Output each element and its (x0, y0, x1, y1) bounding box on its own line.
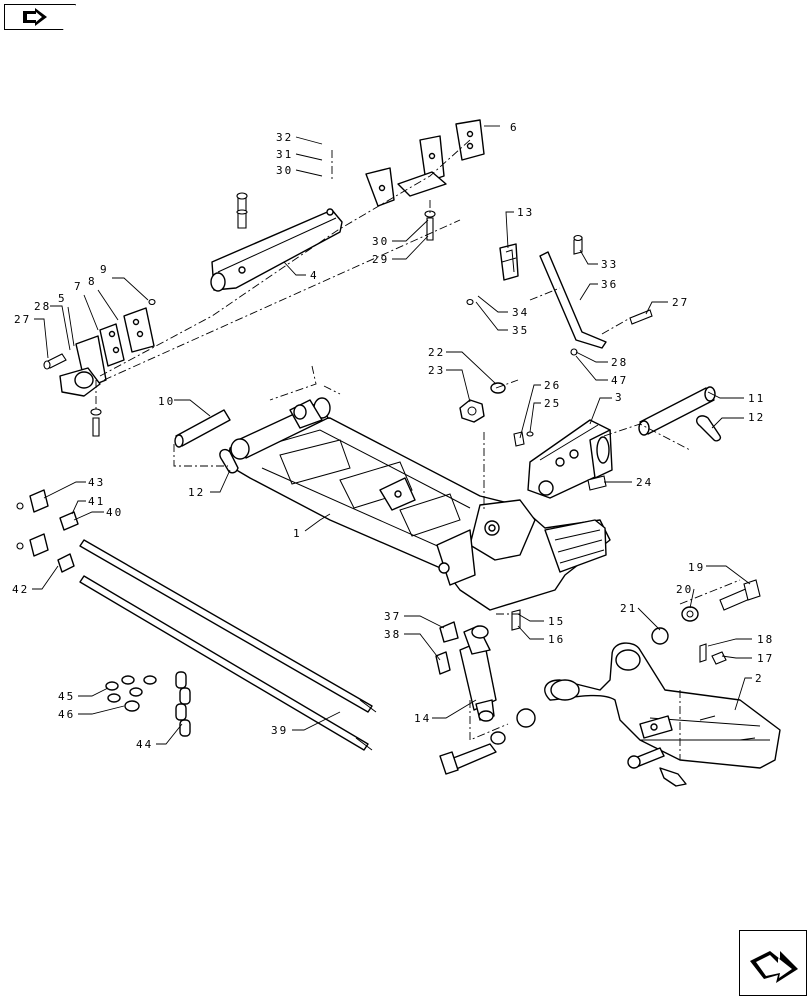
callout-c3: 3 (615, 391, 624, 404)
bracket-part-3 (527, 419, 613, 499)
callout-c7: 7 (74, 280, 83, 293)
callout-c47: 47 (611, 374, 628, 387)
callout-c15: 15 (548, 615, 565, 628)
plate-part-4 (210, 192, 343, 292)
callout-c8: 8 (88, 275, 97, 288)
lift-arm-part (544, 642, 781, 787)
callout-c12a: 12 (748, 411, 765, 424)
callout-c19: 19 (688, 561, 705, 574)
callout-c24: 24 (636, 476, 653, 489)
callout-c2: 2 (755, 672, 764, 685)
hardware-17-21 (651, 579, 761, 665)
hardware-bolt-bottom (439, 708, 536, 775)
assembly-lines (95, 139, 741, 760)
callout-c39: 39 (271, 724, 288, 737)
callout-c46: 46 (58, 708, 75, 721)
callout-c32: 32 (276, 131, 293, 144)
callout-c23: 23 (428, 364, 445, 377)
callout-c36: 36 (601, 278, 618, 291)
main-frame-part (227, 397, 611, 611)
callout-c45: 45 (58, 690, 75, 703)
callout-c12b: 12 (188, 486, 205, 499)
arrow-back-icon (23, 8, 47, 26)
callout-c22: 22 (428, 346, 445, 359)
callout-c34: 34 (512, 306, 529, 319)
small-parts-45-46 (105, 675, 157, 712)
callout-c1: 1 (293, 527, 302, 540)
bracket-part-13 (499, 243, 519, 281)
rod-parts (16, 489, 377, 751)
shaft-part-11 (638, 386, 722, 442)
callout-c14: 14 (414, 712, 431, 725)
callout-c31: 31 (276, 148, 293, 161)
mount-bracket-parts (43, 298, 156, 437)
callout-c9: 9 (100, 263, 109, 276)
callout-c13: 13 (517, 206, 534, 219)
callout-c5: 5 (58, 292, 67, 305)
callout-c10: 10 (158, 395, 175, 408)
callout-c27b: 27 (672, 296, 689, 309)
callout-c20: 20 (676, 583, 693, 596)
callout-c17: 17 (757, 652, 774, 665)
callout-c29: 29 (372, 253, 389, 266)
callout-c21: 21 (620, 602, 637, 615)
callout-c11: 11 (748, 392, 765, 405)
callout-c33: 33 (601, 258, 618, 271)
callout-c18: 18 (757, 633, 774, 646)
callout-c42: 42 (12, 583, 29, 596)
bracket-part-6 (365, 119, 485, 241)
callout-c41: 41 (88, 495, 105, 508)
pin-part-10 (174, 409, 239, 474)
callout-c30b: 30 (372, 235, 389, 248)
callout-c25: 25 (544, 397, 561, 410)
callout-c37: 37 (384, 610, 401, 623)
callout-c30a: 30 (276, 164, 293, 177)
leader-lines (32, 125, 752, 745)
callout-c44: 44 (136, 738, 153, 751)
hardware-22-26 (459, 382, 607, 491)
callout-c16: 16 (548, 633, 565, 646)
callout-c28b: 28 (611, 356, 628, 369)
callout-c35: 35 (512, 324, 529, 337)
arrow-next-icon (750, 951, 798, 983)
callout-c40: 40 (106, 506, 123, 519)
back-nav-button[interactable] (4, 4, 76, 30)
callout-c26: 26 (544, 379, 561, 392)
callout-c43: 43 (88, 476, 105, 489)
next-nav-button[interactable] (739, 930, 807, 996)
callout-c6: 6 (510, 121, 519, 134)
callout-c28a: 28 (34, 300, 51, 313)
callout-c4: 4 (310, 269, 319, 282)
callout-c27a: 27 (14, 313, 31, 326)
cylinder-part-14 (435, 609, 521, 722)
chain-part-44 (175, 671, 191, 737)
callout-c38: 38 (384, 628, 401, 641)
support-bar-part-36 (466, 234, 653, 356)
